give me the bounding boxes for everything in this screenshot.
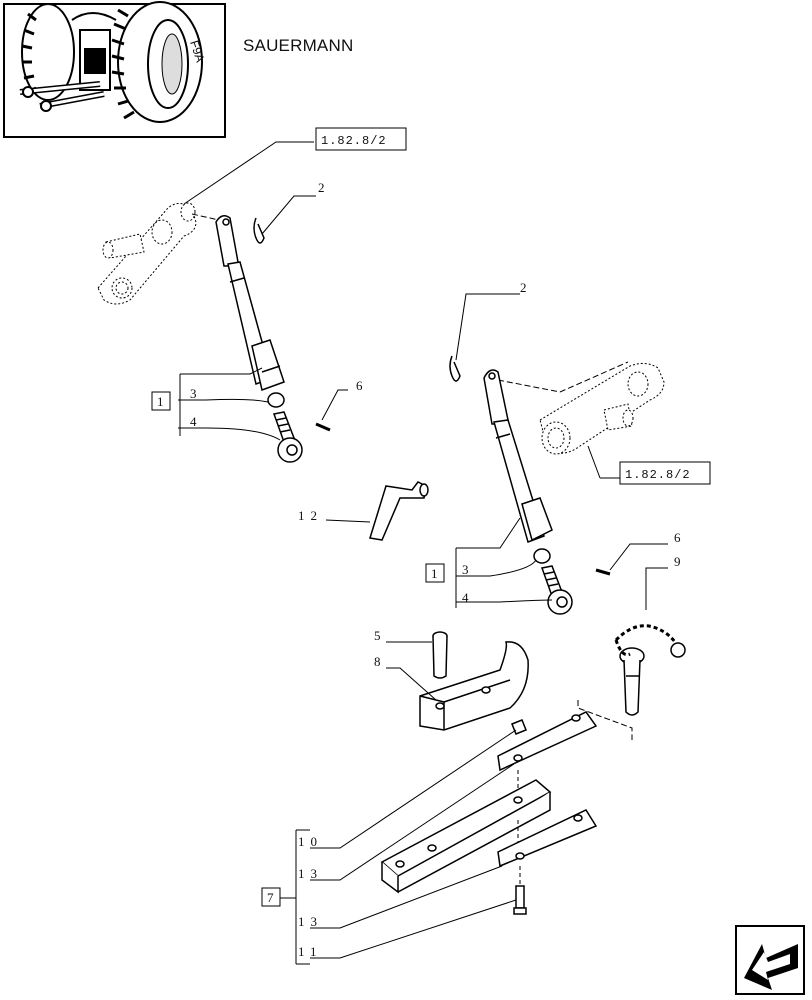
- bracket-part-12: [369, 481, 429, 541]
- callout-label: 13: [298, 866, 323, 881]
- clip-part-2-right: [449, 355, 461, 382]
- link-rod-right: [483, 369, 553, 543]
- bolt-part-11: [513, 885, 527, 915]
- callout-label: 6: [674, 530, 681, 545]
- nut-part-3: [267, 392, 285, 408]
- svg-text:1: 1: [431, 566, 438, 581]
- callout-label: 3: [462, 562, 469, 577]
- callout-label: 4: [190, 414, 197, 429]
- drawbar: [380, 779, 552, 894]
- callout-label: 2: [520, 280, 527, 295]
- thumbnail: F9A: [3, 1, 226, 138]
- pin-part-5: [432, 631, 448, 679]
- callout-label: 2: [318, 180, 325, 195]
- hook-part-8: [419, 641, 529, 731]
- callout-label: 4: [462, 590, 469, 605]
- plate-part-13-upper: [497, 711, 598, 772]
- reference-box[interactable]: 1.82.8/2: [619, 461, 711, 485]
- pin-part-6: [315, 422, 331, 432]
- eye-bolt-right: [541, 565, 573, 615]
- pin-line-right: [497, 361, 629, 393]
- arrow-left-icon: [744, 944, 798, 990]
- clip-part-2: [253, 217, 265, 244]
- lift-arm-left: [97, 202, 197, 305]
- hitch-pin-part-9: [619, 647, 645, 716]
- eye-bolt-left: [273, 411, 303, 463]
- group-box: 1: [425, 563, 445, 583]
- brand-label: SAUERMANN: [243, 36, 354, 55]
- lift-arm-right: [539, 362, 665, 455]
- plate-part-13-lower: [497, 809, 598, 868]
- reference-box[interactable]: 1.82.8/2: [315, 127, 407, 151]
- nut-part-3-right: [533, 548, 551, 564]
- callout-label: 3: [190, 386, 197, 401]
- callout-label: 6: [356, 378, 363, 393]
- chain-part-9: [614, 624, 682, 651]
- grease-nipple-part-10: [511, 719, 527, 735]
- svg-text:7: 7: [267, 890, 274, 905]
- leader-lines: [178, 141, 668, 965]
- pin-part-6-right: [595, 568, 611, 576]
- callout-label: 12: [298, 508, 323, 523]
- svg-text:1.82.8/2: 1.82.8/2: [321, 134, 387, 148]
- callout-label: 13: [298, 914, 323, 929]
- navigation-button[interactable]: [735, 925, 805, 995]
- callout-label: 10: [298, 834, 323, 849]
- group-box: 7: [261, 887, 281, 907]
- callout-label: 9: [674, 554, 681, 569]
- svg-text:1: 1: [157, 394, 164, 409]
- group-box: 1: [151, 391, 171, 411]
- callout-label: 8: [374, 654, 381, 669]
- svg-text:F9A: F9A: [187, 39, 207, 64]
- link-rod-left: [215, 215, 285, 391]
- svg-text:1.82.8/2: 1.82.8/2: [625, 468, 691, 482]
- callout-label: 11: [298, 944, 323, 959]
- callout-label: 5: [374, 628, 381, 643]
